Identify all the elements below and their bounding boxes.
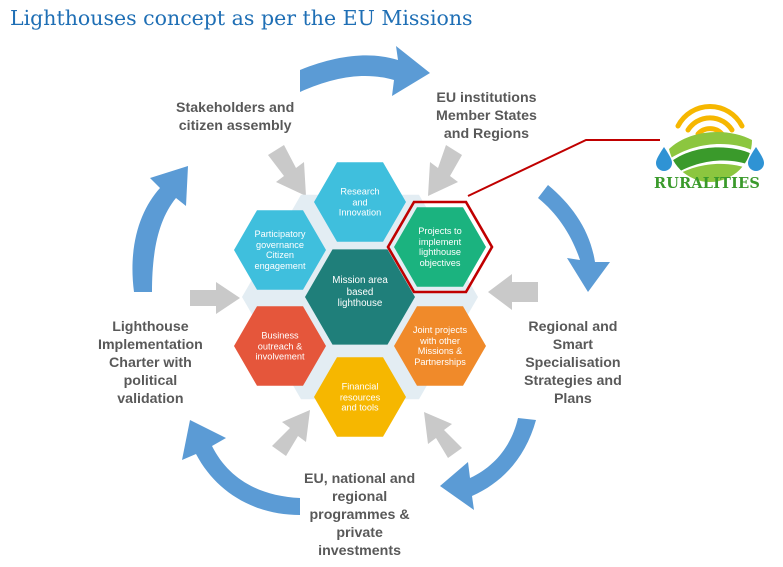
hex-text-line: governance <box>255 239 304 250</box>
hex-text-line: Innovation <box>338 207 382 218</box>
hex-text-line: implement <box>418 236 462 247</box>
hex-text-line: Partnerships <box>414 356 466 367</box>
hex-text-line: Projects to <box>418 226 462 236</box>
ruralities-logo <box>656 103 764 182</box>
hex-projects-text: Projects to implement lighthouse objecti… <box>418 226 461 268</box>
eu-institutions-label-line: and Regions <box>443 126 530 142</box>
cycle-arrow-top <box>300 46 430 96</box>
inner-arrow-left <box>190 282 240 314</box>
hex-text-line: Joint projects <box>412 325 468 335</box>
cycle-arrow-right <box>538 185 610 292</box>
stakeholders-label: Stakeholders and citizen assembly <box>176 99 294 135</box>
stakeholders-label-line: Stakeholders and <box>176 100 295 116</box>
hexagon-participatory <box>234 210 326 290</box>
hex-text-line: Business <box>261 330 299 341</box>
inner-arrow-bottom-right <box>424 412 462 458</box>
regional-label-line: Strategies and <box>524 373 622 389</box>
regional-label-line: Plans <box>553 391 592 407</box>
hex-financial-text: Financial resources and tools <box>340 381 380 413</box>
inner-arrow-top-right <box>428 145 462 196</box>
cycle-arrow-bottom-left <box>182 420 300 515</box>
hex-joint-text: Joint projects with other Missions & Par… <box>413 325 467 367</box>
ruralities-logo-text: RURALITIES <box>654 175 761 192</box>
hex-text-line: Mission area <box>332 274 388 286</box>
hex-text-line: Financial <box>341 381 379 392</box>
programmes-label-line: private <box>336 525 383 541</box>
hex-text-line: involvement <box>255 351 305 362</box>
logo-arcs <box>675 103 745 137</box>
eu-institutions-label-line: EU institutions <box>436 90 537 106</box>
hexagon-joint <box>394 306 486 386</box>
hex-text-line: Participatory <box>254 229 306 239</box>
programmes-label-line: programmes & <box>309 507 410 523</box>
hexagon-financial <box>314 357 406 437</box>
hex-text-line: with other <box>420 335 460 346</box>
logo-drop-right <box>748 147 764 171</box>
inner-arrow-bottom-left <box>272 410 310 456</box>
programmes-label-line: investments <box>318 543 401 559</box>
cycle-arrows <box>132 46 610 515</box>
hex-text-line: based <box>346 286 374 298</box>
eu-institutions-label-line: Member States <box>436 108 537 124</box>
programmes-label-line: EU, national and <box>304 471 416 487</box>
hex-research-text: Research and Innovation <box>339 186 381 218</box>
hex-text-line: Citizen <box>265 250 295 260</box>
hex-text-line: Research <box>340 186 380 197</box>
charter-label-line: Lighthouse <box>112 319 189 335</box>
hex-text-line: resources <box>339 391 381 402</box>
regional-label-line: Regional and <box>528 319 618 335</box>
hex-text-line: objectives <box>419 257 461 268</box>
hex-participatory-text: Participatory governance Citizen engagem… <box>254 229 305 271</box>
charter-label-line: political <box>123 373 178 389</box>
hex-business-text: Business outreach & involvement <box>255 330 304 362</box>
regional-label-line: Specialisation <box>525 355 621 371</box>
eu-institutions-label: EU institutions Member States and Region… <box>436 89 537 143</box>
charter-label-line: Charter with <box>109 355 192 371</box>
inner-arrow-right <box>488 274 538 310</box>
hex-text-line: and tools <box>341 402 379 413</box>
inner-arrow-top-left <box>268 145 306 196</box>
charter-label-line: validation <box>117 391 184 407</box>
hex-text-line: lighthouse <box>419 247 461 257</box>
inner-arrows <box>190 145 538 458</box>
projects-highlight-outline <box>386 200 494 294</box>
hexagon-center <box>305 249 415 345</box>
stakeholders-label-line: citizen assembly <box>178 118 292 134</box>
page-title: Lighthouses concept as per the EU Missio… <box>10 6 473 30</box>
hex-text-line: Missions & <box>417 346 463 356</box>
hexagon-research <box>314 162 406 242</box>
hexagon-cluster <box>234 162 486 437</box>
hex-text-line: outreach & <box>257 340 303 351</box>
hexagon-business <box>234 306 326 386</box>
hexagon-projects <box>394 207 486 287</box>
hex-center-text: Mission area based lighthouse <box>332 275 388 310</box>
charter-label-line: Implementation <box>98 337 203 353</box>
programmes-label-line: regional <box>331 489 388 505</box>
hex-text-line: and <box>352 196 368 207</box>
charter-label: Lighthouse Implementation Charter with p… <box>98 318 203 408</box>
regional-strategies-label: Regional and Smart Specialisation Strate… <box>524 318 622 408</box>
programmes-label: EU, national and regional programmes & p… <box>304 470 415 560</box>
cycle-arrow-left <box>132 166 188 292</box>
hex-text-line: lighthouse <box>337 297 383 309</box>
regional-label-line: Smart <box>552 337 593 353</box>
hex-text-line: engagement <box>254 260 306 271</box>
logo-drop-left <box>656 147 672 171</box>
cycle-arrow-bottom-right <box>440 418 536 510</box>
logo-connector-line <box>467 139 660 197</box>
